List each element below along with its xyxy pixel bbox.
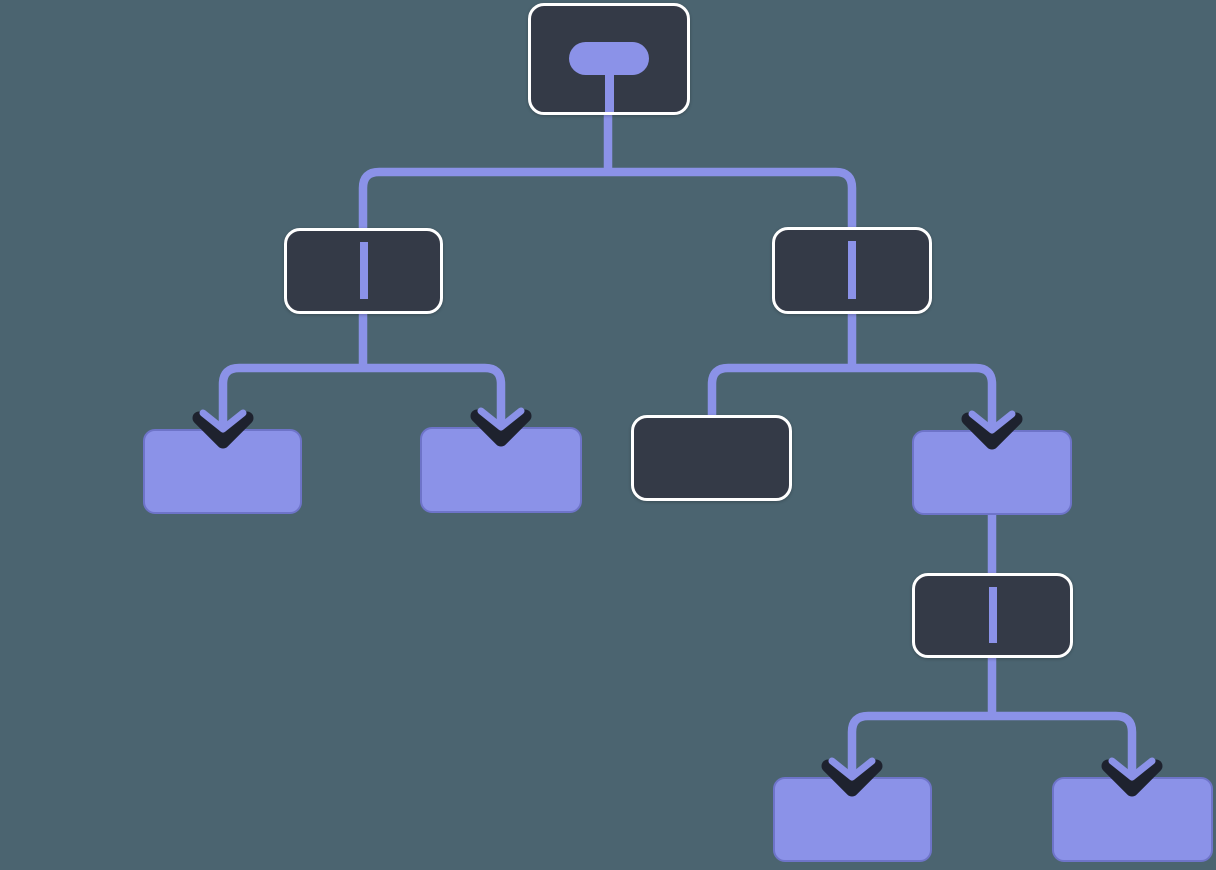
vertical-line-icon <box>359 242 368 299</box>
edge-branch-left-children <box>218 363 506 430</box>
pill-icon <box>569 42 649 75</box>
node-branch-right[interactable] <box>772 227 932 314</box>
edge-root-branch <box>358 167 857 228</box>
edge-junction-children <box>847 711 1137 778</box>
node-junction[interactable] <box>912 573 1073 658</box>
node-root[interactable] <box>528 3 690 115</box>
vertical-line-icon <box>988 587 997 643</box>
node-branch-left[interactable] <box>284 228 443 314</box>
node-plain-dark[interactable] <box>631 415 792 501</box>
node-leaf-2[interactable] <box>420 427 582 513</box>
pill-stem-icon <box>604 72 614 112</box>
node-mid-accent[interactable] <box>912 430 1072 515</box>
node-leaf-3[interactable] <box>773 777 932 862</box>
node-leaf-4[interactable] <box>1052 777 1213 862</box>
node-leaf-1[interactable] <box>143 429 302 514</box>
vertical-line-icon <box>848 241 856 299</box>
